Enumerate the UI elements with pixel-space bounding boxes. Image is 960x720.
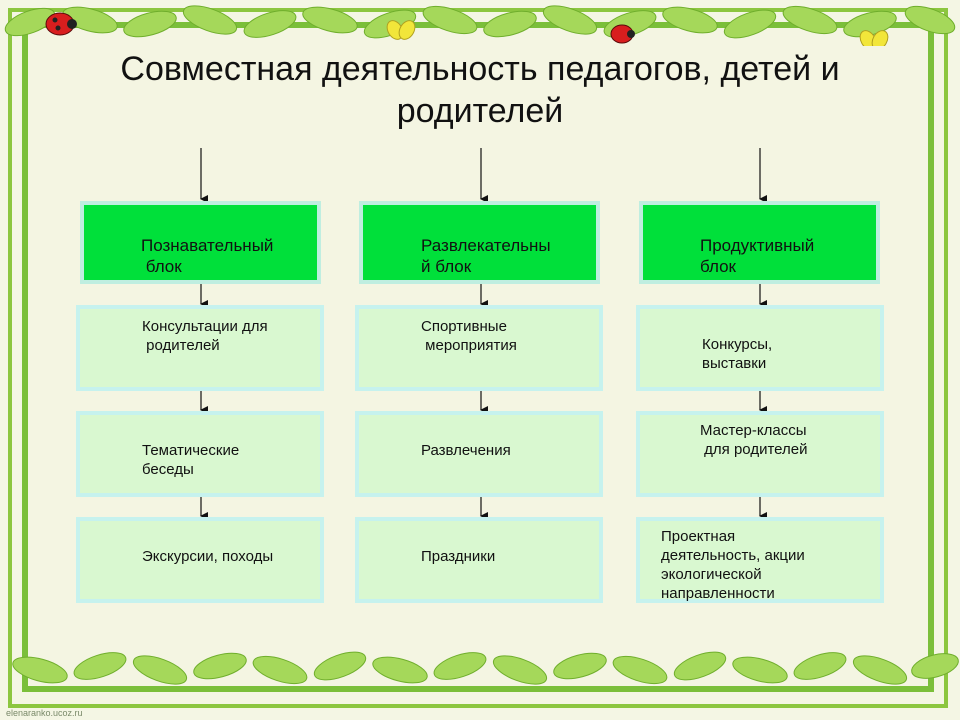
block-head-cognitive: Познавательный блок: [80, 201, 321, 284]
item-box: Конкурсы, выставки: [636, 305, 884, 391]
item-box: Мастер-классы для родителей: [636, 411, 884, 497]
item-box: Тематические беседы: [76, 411, 324, 497]
item-box: Экскурсии, походы: [76, 517, 324, 603]
item-box: Консультации для родителей: [76, 305, 324, 391]
item-label: Экскурсии, походы: [142, 548, 274, 565]
outer-frame: [8, 8, 948, 708]
block-head-entertainment: Развлекательны й блок: [359, 201, 600, 284]
item-label: Проектная деятельность, акции экологичес…: [661, 528, 805, 602]
item-box: Проектная деятельность, акции экологичес…: [636, 517, 884, 603]
ladybug-icon: [45, 12, 77, 36]
item-label: Праздники: [421, 548, 496, 565]
item-box: Праздники: [355, 517, 603, 603]
item-box: Спортивные мероприятия: [355, 305, 603, 391]
footer-credit: elenaranko.ucoz.ru: [6, 708, 83, 718]
leaf-garland-bottom: [12, 651, 959, 685]
item-label: Конкурсы, выставки: [702, 336, 773, 372]
block-head-label: Развлекательны й блок: [421, 236, 551, 276]
butterfly-icon: [386, 20, 416, 40]
butterfly-icon: [859, 30, 889, 46]
item-label: Спортивные мероприятия: [421, 318, 517, 354]
item-label: Мастер-классы для родителей: [700, 422, 808, 458]
page-title: Совместная деятельность педагогов, детей…: [120, 50, 840, 130]
item-label: Развлечения: [421, 442, 511, 459]
leaf-garland-top: [4, 5, 956, 46]
item-label: Тематические беседы: [142, 442, 240, 478]
block-head-label: Познавательный блок: [141, 236, 274, 276]
item-box: Развлечения: [355, 411, 603, 497]
block-head-label: Продуктивный блок: [700, 236, 815, 276]
ladybug-icon: [610, 24, 635, 44]
block-head-productive: Продуктивный блок: [639, 201, 880, 284]
item-label: Консультации для родителей: [142, 318, 268, 354]
